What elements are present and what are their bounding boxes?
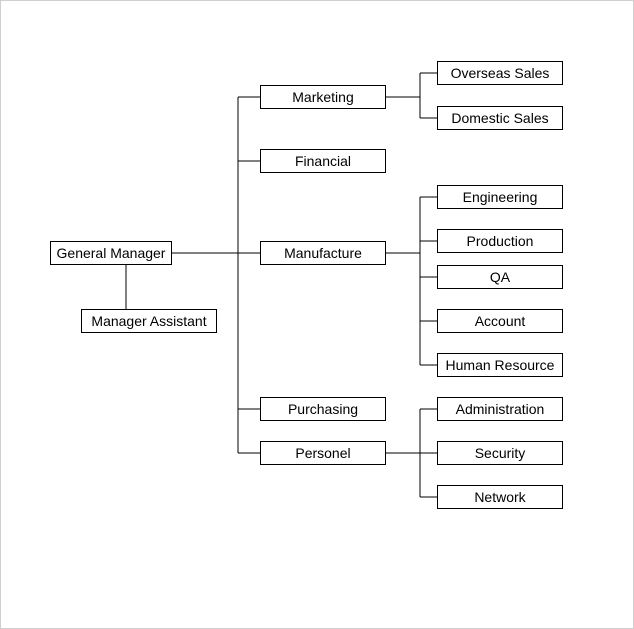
node-marketing[interactable]: Marketing [260,85,386,109]
node-general-manager[interactable]: General Manager [50,241,172,265]
node-account[interactable]: Account [437,309,563,333]
node-engineering[interactable]: Engineering [437,185,563,209]
node-security[interactable]: Security [437,441,563,465]
node-financial[interactable]: Financial [260,149,386,173]
node-personel[interactable]: Personel [260,441,386,465]
node-human-resource[interactable]: Human Resource [437,353,563,377]
node-domestic-sales[interactable]: Domestic Sales [437,106,563,130]
node-qa[interactable]: QA [437,265,563,289]
node-overseas-sales[interactable]: Overseas Sales [437,61,563,85]
node-production[interactable]: Production [437,229,563,253]
node-network[interactable]: Network [437,485,563,509]
node-purchasing[interactable]: Purchasing [260,397,386,421]
node-manager-assistant[interactable]: Manager Assistant [81,309,217,333]
node-manufacture[interactable]: Manufacture [260,241,386,265]
node-administration[interactable]: Administration [437,397,563,421]
